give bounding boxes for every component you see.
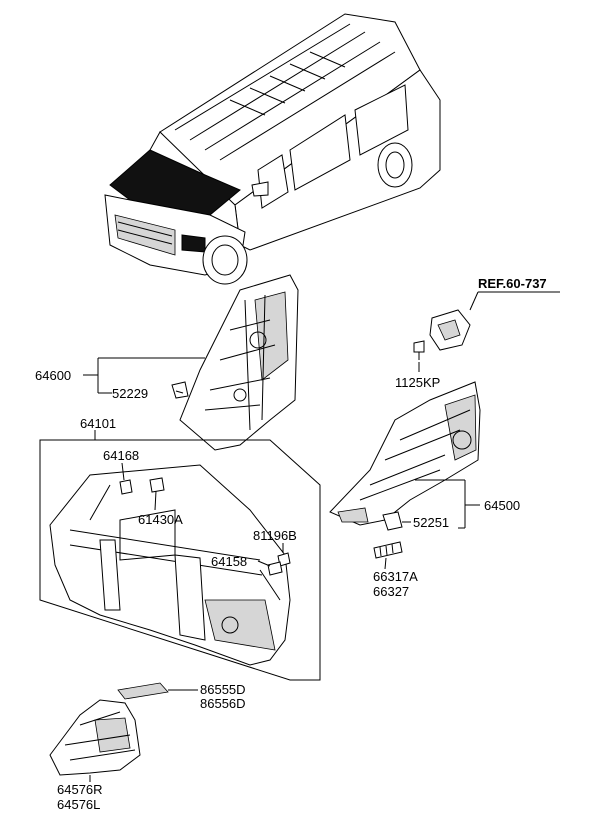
front-panel-64500-part	[329, 381, 481, 526]
bracket-86555D-part	[117, 682, 169, 700]
label-64101[interactable]: 64101	[80, 416, 116, 431]
bracket-64168-part	[119, 479, 133, 495]
radiator-support-64101-part	[49, 464, 291, 666]
assembly-box-64101	[39, 439, 321, 681]
label-1125KP[interactable]: 1125KP	[395, 375, 440, 390]
label-64600[interactable]: 64600	[35, 368, 71, 383]
panel-64576-part	[49, 699, 141, 776]
reference-label[interactable]: REF.60-737	[478, 276, 547, 291]
front-panel-64600-part	[179, 274, 299, 451]
label-61430A[interactable]: 61430A	[138, 512, 183, 527]
label-86555D[interactable]: 86555D	[200, 682, 246, 697]
bracket-61430A-part	[149, 477, 165, 493]
label-64500[interactable]: 64500	[484, 498, 520, 513]
leader-lines	[83, 291, 560, 782]
label-52229[interactable]: 52229	[112, 386, 148, 401]
van-illustration	[104, 13, 441, 285]
label-66317A[interactable]: 66317A	[373, 569, 418, 584]
ref-bracket-part	[413, 309, 471, 360]
label-64576R[interactable]: 64576R	[57, 782, 103, 797]
bracket-52229-part	[171, 381, 189, 399]
bracket-52251-part	[382, 511, 403, 531]
label-64168[interactable]: 64168	[103, 448, 139, 463]
label-64576L[interactable]: 64576L	[57, 797, 100, 812]
label-52251[interactable]: 52251	[413, 515, 449, 530]
label-86556D[interactable]: 86556D	[200, 696, 246, 711]
label-64158[interactable]: 64158	[211, 554, 247, 569]
label-66327[interactable]: 66327	[373, 584, 409, 599]
bracket-64158-part	[267, 561, 283, 576]
label-81196B[interactable]: 81196B	[253, 528, 297, 543]
clip-66317A-part	[373, 541, 403, 559]
